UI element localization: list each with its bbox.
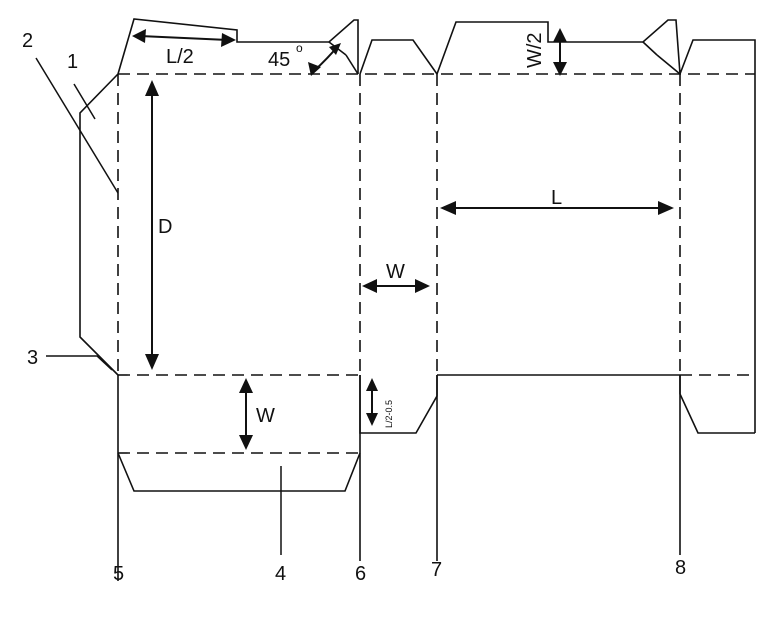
label-angle: 45 — [268, 49, 290, 71]
arrowhead — [221, 33, 236, 47]
arrowhead — [145, 354, 159, 370]
arrowhead — [132, 29, 146, 43]
callout-1: 1 — [67, 51, 78, 73]
cut-lines — [79, 18, 756, 581]
label-length: L — [551, 187, 562, 209]
callout-8: 8 — [675, 557, 686, 579]
top-flap-right-notch-2 — [656, 54, 681, 75]
callout-6: 6 — [355, 563, 366, 585]
callout-numbers: 1 2 3 4 5 6 7 8 — [22, 30, 686, 585]
callout-5: 5 — [113, 563, 124, 585]
bottom-tuck-flap-outline — [117, 452, 361, 492]
arrowhead — [415, 279, 430, 293]
arrowhead — [553, 28, 567, 42]
top-flap-far-right-outline — [679, 39, 756, 75]
top-flap-right-outline — [436, 19, 681, 75]
callout-3: 3 — [27, 347, 38, 369]
label-half-width: W/2 — [524, 32, 546, 68]
arrowhead — [239, 378, 253, 393]
callout-2: 2 — [22, 30, 33, 52]
leader-3 — [46, 355, 113, 371]
arrowhead — [145, 80, 159, 96]
leader-lines — [35, 57, 282, 555]
arrowhead — [553, 62, 567, 76]
arrowhead — [366, 413, 378, 426]
arrowhead — [440, 201, 456, 215]
leader-1 — [73, 83, 96, 120]
glue-flap-outline — [79, 73, 119, 376]
label-half-length-minus: L/2-0.5 — [384, 400, 394, 428]
arrowhead — [362, 279, 377, 293]
arrowhead — [308, 62, 321, 76]
label-width-bottom: W — [256, 405, 275, 427]
label-width-side: W — [386, 261, 405, 283]
top-flap-side-outline — [359, 39, 438, 75]
arrowhead — [239, 435, 253, 450]
dimension-arrows — [132, 28, 674, 450]
top-flap-right-notch — [642, 41, 658, 56]
fold-lines — [117, 73, 755, 454]
arrowhead — [366, 378, 378, 391]
arrowhead — [658, 201, 674, 215]
dim-half-length-line — [139, 35, 229, 41]
top-flap-left-notch-2 — [345, 54, 359, 75]
bottom-flap-far-right-outline — [679, 375, 755, 434]
label-degree: o — [296, 41, 303, 55]
top-flap-left-outline — [117, 18, 359, 75]
leader-2 — [35, 57, 119, 194]
dimension-labels: L/2 45 o W/2 D L W W L/2-0.5 — [158, 32, 562, 428]
arrowhead — [329, 43, 341, 55]
label-depth: D — [158, 216, 172, 238]
callout-4: 4 — [275, 563, 286, 585]
callout-7: 7 — [431, 559, 442, 581]
label-half-length: L/2 — [166, 46, 194, 68]
